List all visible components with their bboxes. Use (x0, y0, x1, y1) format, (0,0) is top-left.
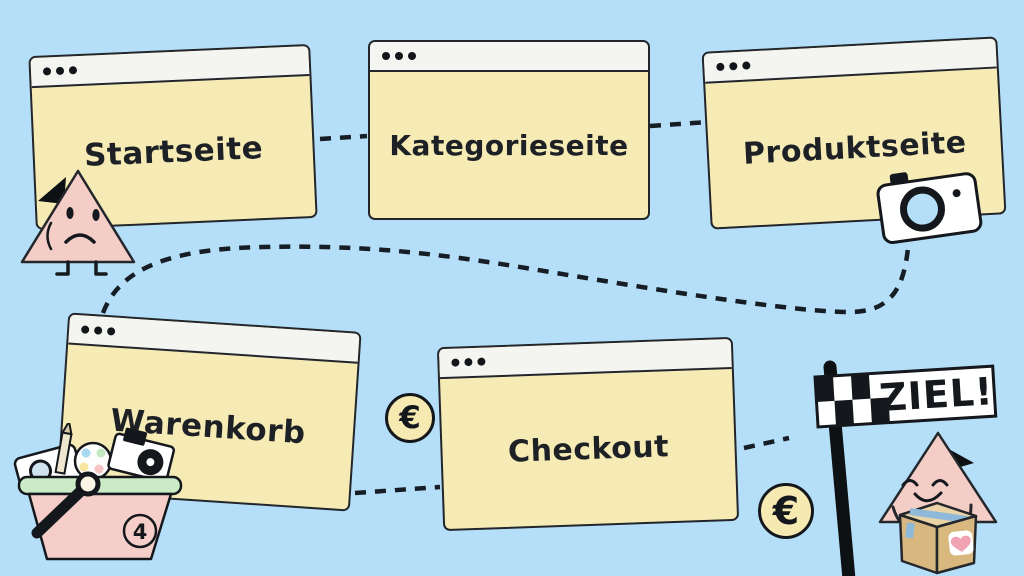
camera-icon (876, 172, 983, 244)
window-dot (68, 66, 78, 75)
window-dot (729, 62, 738, 71)
connector-cart-to-checkout (354, 484, 441, 496)
window-titlebar (370, 42, 648, 72)
browser-window-checkout: Checkout (436, 336, 740, 532)
window-dot (464, 357, 473, 367)
page-label-kategorieseite: Kategorieseite (389, 128, 629, 162)
checker-pattern (815, 373, 890, 426)
window-dot (80, 325, 90, 334)
window-dot (42, 67, 52, 76)
connector-category-to-product (649, 119, 710, 129)
connector-checkout-to-goal (743, 435, 790, 451)
flag-icon (38, 177, 66, 204)
cart-count-badge: 4 (122, 513, 158, 549)
window-dot (55, 66, 65, 76)
window-dot (742, 61, 751, 70)
window-body: Checkout (440, 369, 737, 529)
euro-symbol: € (772, 489, 800, 533)
happy-triangle-character-with-package (878, 431, 998, 575)
basket-item-pencil (54, 423, 73, 475)
finish-flag: ZIEL! (813, 360, 998, 576)
euro-coin: € (758, 483, 814, 539)
window-dot (395, 52, 403, 60)
connector-start-to-category (319, 133, 368, 142)
sad-triangle-character (20, 169, 136, 276)
page-label-checkout: Checkout (507, 428, 670, 470)
heart-sticker-icon (948, 530, 974, 556)
magnifier-lens-icon (75, 471, 101, 497)
window-dot (408, 52, 416, 60)
window-dot (382, 52, 390, 60)
window-dot (106, 327, 116, 336)
package-box (898, 501, 978, 575)
window-dot (477, 357, 486, 366)
window-dot (451, 358, 460, 367)
browser-window-kategorieseite: Kategorieseite (368, 40, 650, 220)
shopping-basket: 4 (13, 423, 183, 561)
basket-item-black-camera (107, 427, 176, 483)
window-dot (716, 62, 725, 72)
cart-count: 4 (133, 520, 148, 544)
goal-label: ZIEL! (878, 369, 995, 420)
window-dot (93, 326, 103, 335)
euro-symbol: € (399, 400, 421, 436)
magnifier-handle-icon (31, 483, 89, 539)
euro-coin: € (385, 393, 435, 443)
connector-product-to-cart (100, 234, 912, 315)
window-body: Kategorieseite (370, 72, 648, 218)
